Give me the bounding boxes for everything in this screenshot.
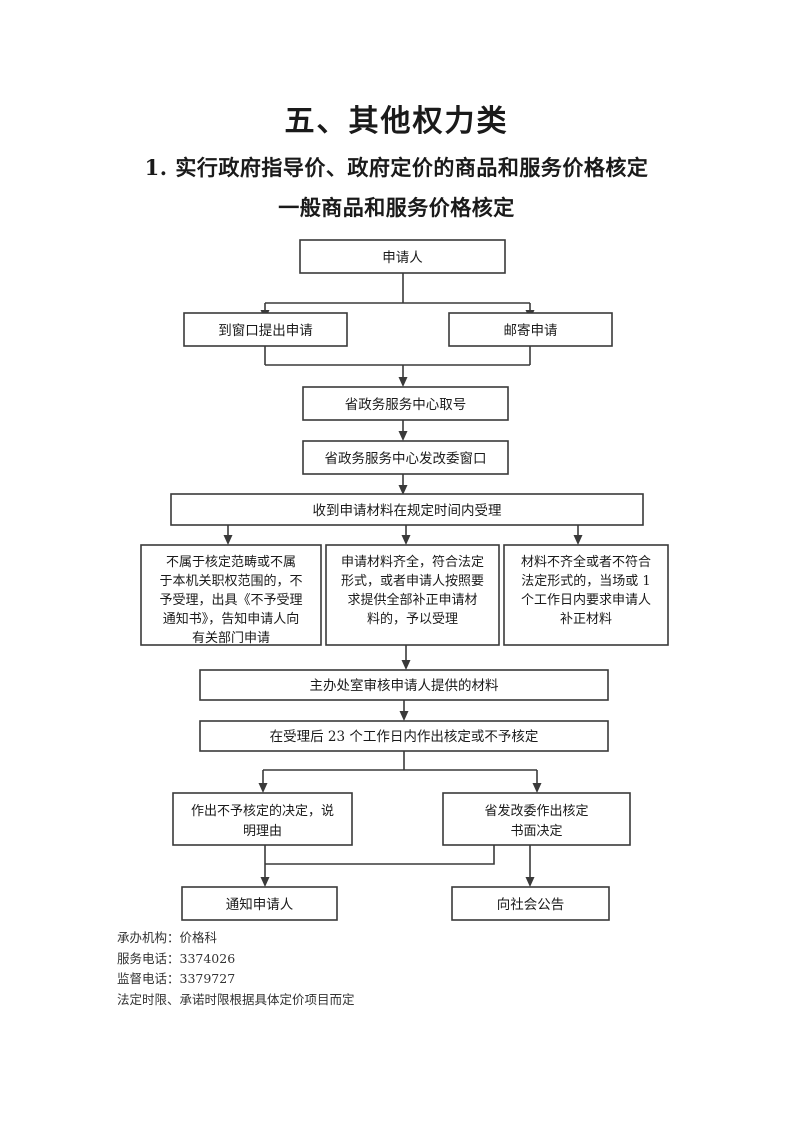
node-public-announce-label: 向社会公告	[497, 897, 565, 913]
connector-approve-notify	[265, 845, 495, 865]
subtitle-primary: 1. 实行政府指导价、政府定价的商品和服务价格核定	[144, 155, 649, 180]
node-notify-applicant[interactable]: 通知申请人	[181, 886, 338, 921]
arrowhead-materials-incomplete	[573, 535, 583, 545]
node-materials-complete-line-2: 求提供全部补正申请材	[347, 592, 477, 608]
node-reject-decision-line-0: 作出不予核定的决定，说	[191, 803, 334, 819]
node-applicant-box	[299, 239, 506, 274]
arrowhead-approve-decision	[532, 783, 542, 793]
node-ndrc-window-label: 省政务服务中心发改委窗口	[325, 450, 487, 467]
node-reject-decision-box	[172, 792, 353, 846]
node-materials-complete[interactable]: 申请材料齐全，符合法定 形式，或者申请人按照要 求提供全部补正申请材 料的，予以…	[325, 544, 500, 646]
arrowhead-notify-applicant	[260, 877, 270, 887]
node-materials-incomplete-line-2: 个工作日内要求申请人	[521, 592, 651, 608]
node-materials-incomplete-line-0: 材料不齐全或者不符合	[521, 554, 651, 570]
arrowhead-get-number	[398, 377, 408, 387]
arrowhead-public-announce	[525, 877, 535, 887]
node-notify-applicant-label: 通知申请人	[226, 896, 294, 913]
node-window-apply-label: 到窗口提出申请	[218, 322, 313, 339]
node-materials-incomplete-line-1: 法定形式的，当场或 1	[521, 573, 650, 589]
node-mail-apply[interactable]: 邮寄申请	[448, 312, 613, 347]
footer-notes: 承办机构：价格科 服务电话：3374026 监督电话：3379727 法定时限、…	[117, 928, 617, 1010]
footer-line-supervision-phone: 监督电话：3379727	[117, 971, 236, 986]
node-accept-in-time-box	[170, 493, 644, 526]
node-materials-incomplete[interactable]: 材料不齐全或者不符合 法定形式的，当场或 1 个工作日内要求申请人 补正材料	[503, 544, 669, 646]
node-notify-applicant-box	[181, 886, 338, 921]
node-approve-decision-line-0: 省发改委作出核定	[484, 803, 588, 819]
page-title: 五、其他权力类	[284, 104, 509, 139]
node-reject-decision-line-1: 明理由	[243, 824, 282, 839]
arrowhead-ndrc-window	[398, 431, 408, 441]
node-get-number-box	[302, 386, 509, 421]
node-office-review[interactable]: 主办处室审核申请人提供的材料	[199, 669, 609, 701]
node-not-in-scope-box	[140, 544, 322, 646]
node-window-apply[interactable]: 到窗口提出申请	[183, 312, 348, 347]
node-materials-complete-line-1: 形式，或者申请人按照要	[341, 574, 484, 589]
node-not-in-scope-line-1: 于本机关职权范围的，不	[159, 573, 302, 589]
node-decide-23-days[interactable]: 在受理后 23 个工作日内作出核定或不予核定	[199, 720, 609, 752]
node-get-number[interactable]: 省政务服务中心取号	[302, 386, 509, 421]
node-not-in-scope-line-3: 通知书》，告知申请人向	[163, 611, 300, 627]
arrowhead-decide	[399, 711, 409, 721]
node-materials-complete-line-3: 料的，予以受理	[367, 611, 458, 627]
arrowhead-accept	[398, 485, 408, 495]
node-not-in-scope-line-4: 有关部门申请	[192, 631, 270, 646]
node-approve-decision-box	[442, 792, 631, 846]
node-accept-in-time[interactable]: 收到申请材料在规定时间内受理	[170, 493, 644, 526]
node-decide-23-days-box	[199, 720, 609, 752]
node-approve-decision-line-1: 书面决定	[510, 824, 562, 839]
arrowhead-office-review	[401, 660, 411, 670]
footer-line-service-phone: 服务电话：3374026	[117, 950, 236, 966]
node-not-in-scope-line-0: 不属于核定范畴或不属	[166, 554, 296, 570]
node-applicant-label: 申请人	[382, 250, 423, 266]
node-window-apply-box	[183, 312, 348, 347]
node-office-review-label: 主办处室审核申请人提供的材料	[310, 677, 499, 694]
node-accept-in-time-label: 收到申请材料在规定时间内受理	[313, 503, 502, 519]
node-public-announce[interactable]: 向社会公告	[451, 886, 610, 921]
node-not-in-scope-line-2: 予受理，出具《不予受理	[159, 593, 302, 608]
node-reject-decision[interactable]: 作出不予核定的决定，说 明理由	[172, 792, 353, 846]
node-materials-complete-line-0: 申请材料齐全，符合法定	[341, 554, 484, 570]
node-mail-apply-label: 邮寄申请	[504, 322, 558, 339]
node-get-number-label: 省政务服务中心取号	[345, 397, 467, 413]
node-public-announce-box	[451, 886, 610, 921]
node-office-review-box	[199, 669, 609, 701]
node-approve-decision[interactable]: 省发改委作出核定 书面决定	[442, 792, 631, 846]
node-not-in-scope[interactable]: 不属于核定范畴或不属 于本机关职权范围的，不 予受理，出具《不予受理 通知书》，…	[140, 544, 322, 646]
arrowhead-materials-complete	[401, 535, 411, 545]
node-materials-complete-box	[325, 544, 500, 646]
node-materials-incomplete-box	[503, 544, 669, 646]
arrowhead-not-in-scope	[223, 535, 233, 545]
node-decide-23-days-label: 在受理后 23 个工作日内作出核定或不予核定	[270, 729, 539, 745]
node-ndrc-window[interactable]: 省政务服务中心发改委窗口	[302, 440, 509, 475]
footer-line-time-limit: 法定时限、承诺时限根据具体定价项目而定	[117, 991, 355, 1007]
node-mail-apply-box	[448, 312, 613, 347]
arrowhead-reject-decision	[258, 783, 268, 793]
subtitle-secondary: 一般商品和服务价格核定	[278, 195, 515, 220]
node-materials-incomplete-line-3: 补正材料	[560, 612, 612, 627]
footer-line-agency: 承办机构：价格科	[117, 930, 218, 945]
node-ndrc-window-box	[302, 440, 509, 475]
node-applicant[interactable]: 申请人	[299, 239, 506, 274]
